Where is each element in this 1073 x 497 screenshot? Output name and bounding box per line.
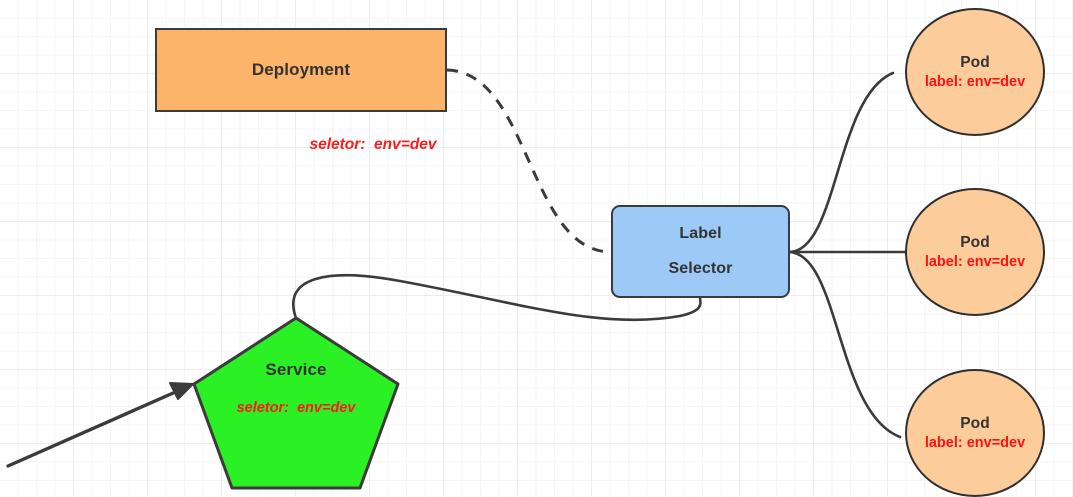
node-pod-2[interactable]: Pod label: env=dev bbox=[905, 188, 1045, 316]
edge-label-selector-to-pod-1 bbox=[788, 71, 895, 254]
node-deployment[interactable]: Deployment bbox=[155, 28, 447, 112]
deployment-selector-caption: seletor: env=dev bbox=[309, 136, 437, 153]
edge-service-to-label-selector bbox=[292, 274, 702, 322]
label-selector-line2: Selector bbox=[668, 260, 733, 277]
node-service[interactable]: Service seletor: env=dev bbox=[192, 316, 400, 492]
pod-1-label: Pod bbox=[960, 54, 990, 71]
service-selector-caption: seletor: env=dev bbox=[236, 400, 356, 416]
edge-deployment-to-label-selector bbox=[446, 68, 611, 254]
service-label: Service bbox=[265, 360, 327, 379]
label-selector-line1: Label bbox=[679, 225, 722, 242]
pod-1-label-text: label: env=dev bbox=[924, 74, 1026, 90]
pod-3-label-text: label: env=dev bbox=[924, 435, 1026, 451]
pod-2-label-text: label: env=dev bbox=[924, 254, 1026, 270]
deployment-label: Deployment bbox=[251, 60, 351, 79]
pod-3-label: Pod bbox=[960, 415, 990, 432]
node-label-selector[interactable]: Label Selector bbox=[611, 205, 790, 298]
edge-external-to-service bbox=[6, 382, 194, 468]
pod-2-label: Pod bbox=[960, 234, 990, 251]
node-pod-1[interactable]: Pod label: env=dev bbox=[905, 8, 1045, 136]
edge-label-selector-to-pod-3 bbox=[788, 250, 902, 439]
service-pentagon-shape bbox=[192, 316, 400, 490]
service-text-block: Service seletor: env=dev bbox=[192, 360, 400, 416]
node-pod-3[interactable]: Pod label: env=dev bbox=[905, 369, 1045, 497]
